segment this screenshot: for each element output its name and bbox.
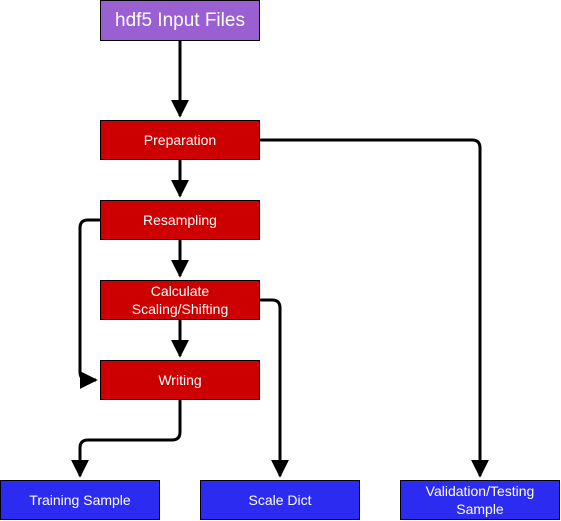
node-label: hdf5 Input Files [115,9,245,31]
node-validation-testing-sample: Validation/Testing Sample [400,480,560,520]
node-label: Training Sample [29,492,131,508]
node-calculate-scaling-shifting: Calculate Scaling/Shifting [100,280,260,320]
node-label: Writing [158,372,202,388]
node-preparation: Preparation [100,120,260,160]
node-label: Resampling [143,212,217,228]
node-label: Preparation [143,132,217,148]
node-scale-dict: Scale Dict [200,480,360,520]
arrow-resampling-to-writing [78,218,100,389]
node-label: Calculate Scaling/Shifting [131,283,229,317]
node-resampling: Resampling [100,200,260,240]
node-hdf5-input-files: hdf5 Input Files [100,0,260,41]
arrow-writing-to-training [71,400,182,478]
arrow-preparation-to-validation [260,138,489,478]
node-training-sample: Training Sample [0,480,160,520]
node-writing: Writing [100,360,260,400]
node-label: Scale Dict [248,492,312,508]
arrow-scaling-to-scaledict [260,298,289,478]
node-label: Validation/Testing Sample [425,483,535,517]
